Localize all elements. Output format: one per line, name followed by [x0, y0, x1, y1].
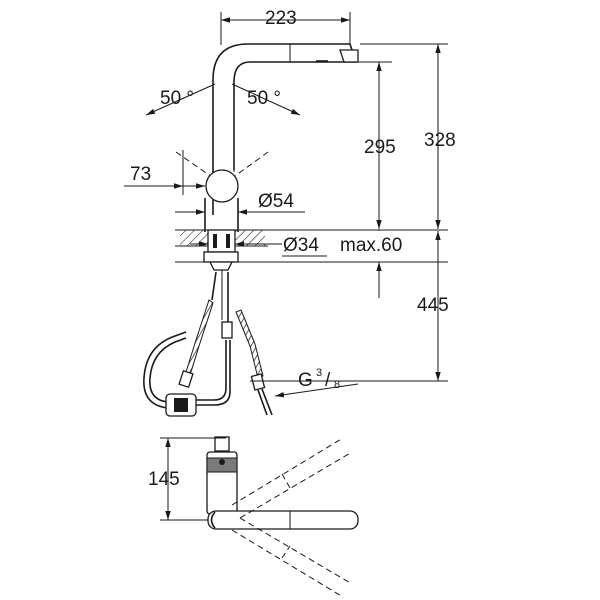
- dim-below-counter: 445: [417, 295, 449, 316]
- shank-taper: [208, 261, 234, 271]
- mounting-shank: [207, 229, 236, 253]
- dim-swivel-right: 50 °: [247, 88, 281, 109]
- faucet-side-view: [143, 43, 448, 417]
- hose-weight-band: [174, 398, 188, 412]
- aerator-head: [339, 49, 359, 63]
- dim-reach: 223: [265, 8, 297, 29]
- dim-line-thread: [274, 383, 359, 398]
- mounting-plate: [203, 251, 239, 263]
- pipe-right-ext2: [261, 388, 273, 416]
- dim-hole-diameter: Ø34: [283, 235, 319, 256]
- swivel-outline-up: [231, 437, 353, 519]
- angle-leader-left: [145, 83, 216, 116]
- dim-thread-slash: /: [325, 370, 331, 391]
- top-handle-pivot: [219, 459, 225, 465]
- side-view-dimensions: 223 328 295 50 ° 50 ° 73 Ø54 Ø34 max.60: [124, 8, 456, 398]
- dim-thread-sup: 3: [316, 367, 322, 379]
- lever-handle: [205, 169, 239, 203]
- top-spout-curve: [210, 511, 216, 529]
- hose-fitting-left: [178, 369, 194, 389]
- pipe-right-ext: [257, 389, 268, 416]
- braided-hose-left: [185, 299, 214, 376]
- dim-height-body: 295: [364, 137, 396, 158]
- swivel-outline-down: [231, 517, 353, 598]
- supply-pipe-bend: [211, 271, 229, 322]
- dim-swivel-left: 50 °: [160, 88, 194, 109]
- mounting-nut-r: [226, 234, 230, 248]
- center-fitting: [221, 321, 233, 339]
- angle-leader-right: [231, 83, 301, 116]
- top-cap: [214, 436, 230, 452]
- braided-hose-right: [235, 309, 264, 379]
- dim-offset: 73: [130, 164, 151, 185]
- dim-max-thickness: max.60: [340, 235, 402, 256]
- top-spout: [207, 510, 359, 530]
- dim-thread-main: G: [298, 370, 313, 391]
- dim-body-diameter: Ø54: [258, 191, 294, 212]
- dim-thread-sub: 8: [334, 379, 340, 391]
- mounting-nut: [213, 234, 217, 248]
- faucet-top-view: 145: [148, 436, 359, 598]
- dim-top-view-height: 145: [148, 469, 180, 490]
- faucet-body: [204, 198, 239, 232]
- pullout-hose-loop: [143, 331, 231, 409]
- dim-height-total: 328: [424, 130, 456, 151]
